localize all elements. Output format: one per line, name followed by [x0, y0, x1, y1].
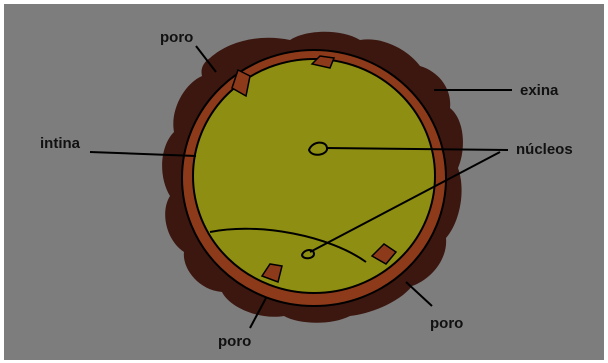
label-poro-bottom-left: poro [218, 333, 251, 350]
label-nucleos: núcleos [516, 141, 573, 158]
cytoplasm [193, 59, 435, 293]
label-poro-top: poro [160, 29, 193, 46]
label-poro-bottom-right: poro [430, 315, 463, 332]
label-exina: exina [520, 82, 559, 99]
label-intina: intina [40, 135, 81, 152]
